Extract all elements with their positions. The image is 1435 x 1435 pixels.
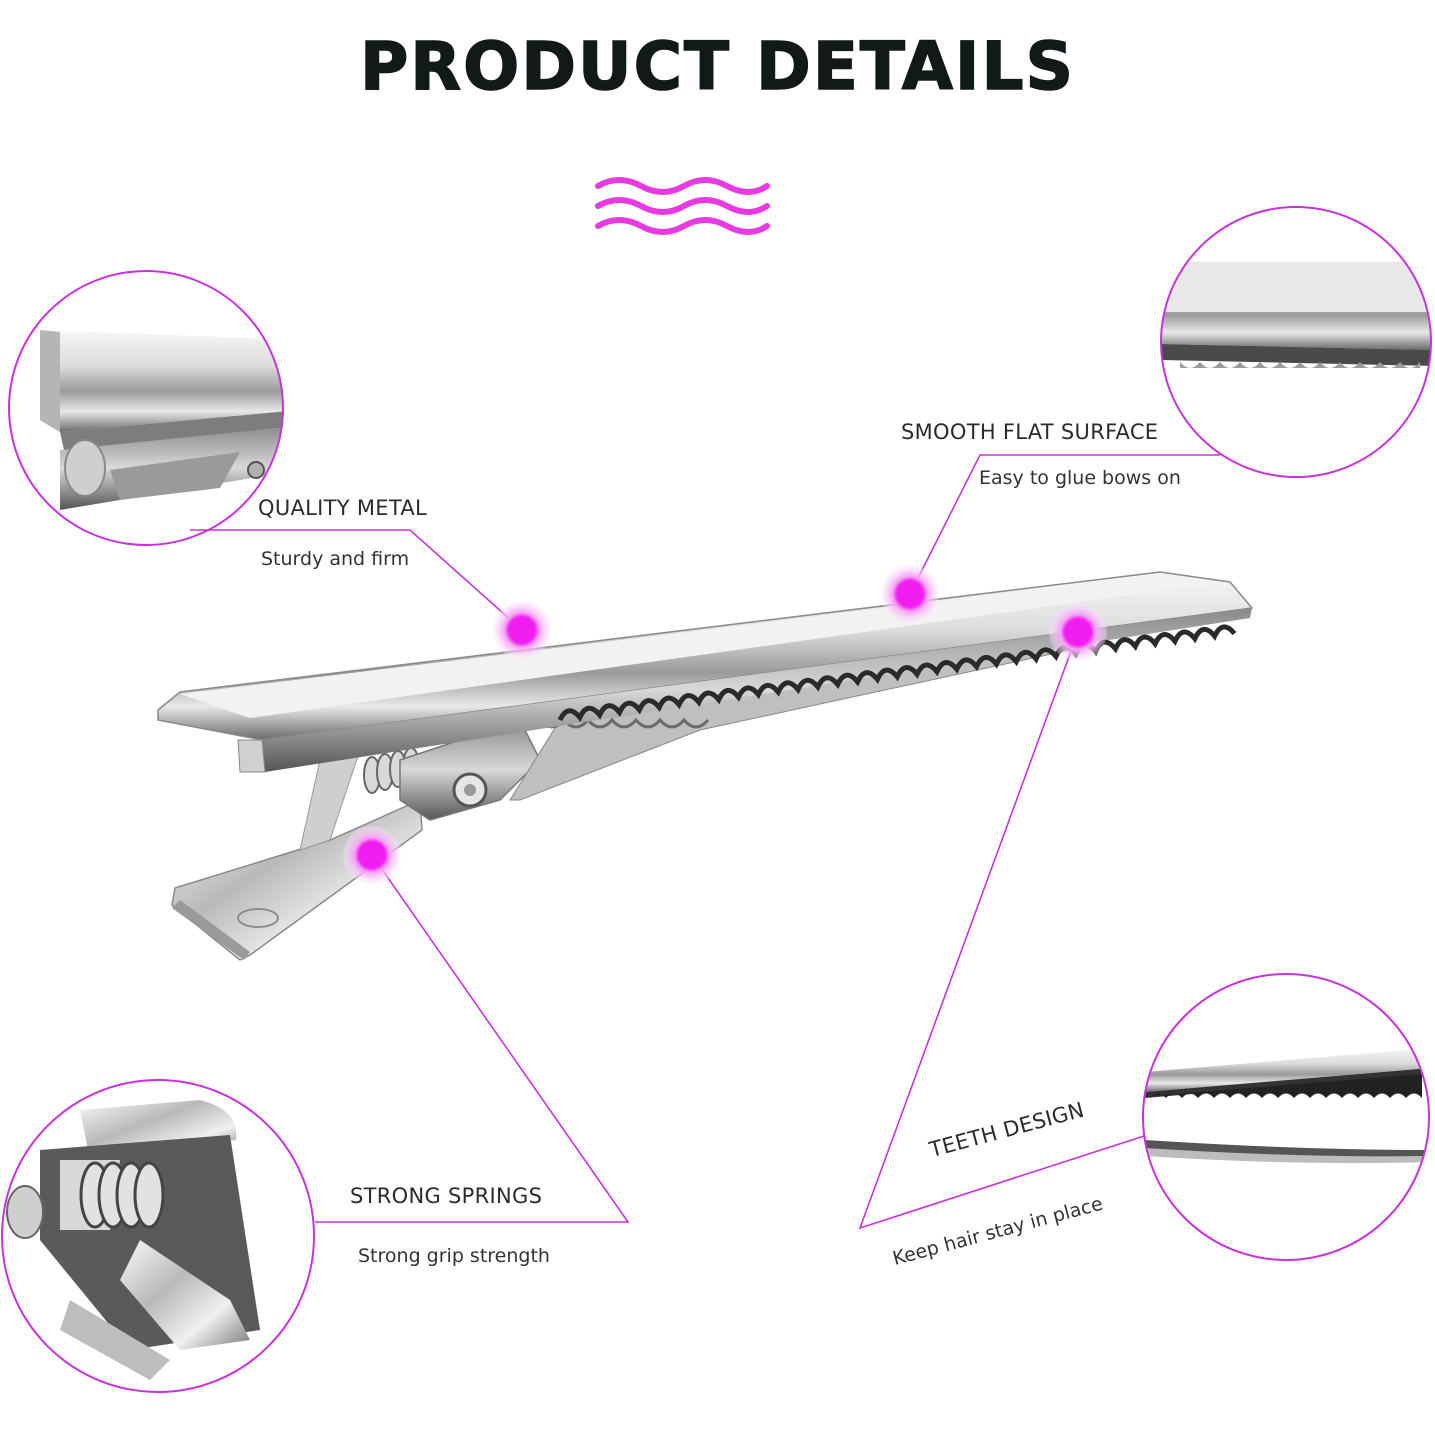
- metal-closeup-icon: [8, 270, 284, 546]
- feature-caption-quality-metal: Sturdy and firm: [261, 548, 410, 570]
- marker-dot-springs: [343, 826, 401, 884]
- marker-dot-quality-metal: [493, 601, 551, 659]
- marker-dots: [343, 565, 1107, 884]
- callout-lines: [190, 454, 1220, 1230]
- marker-dot-teeth: [1049, 603, 1107, 661]
- teeth-closeup-icon: [1142, 973, 1430, 1261]
- marker-dot-flat-surface: [881, 565, 939, 623]
- hair-clip-image: [157, 571, 1254, 961]
- feature-heading-quality-metal: QUALITY METAL: [258, 496, 428, 520]
- spring-closeup-icon: [1, 1079, 315, 1393]
- feature-caption-flat-surface: Easy to glue bows on: [979, 467, 1181, 489]
- feature-heading-flat-surface: SMOOTH FLAT SURFACE: [901, 420, 1159, 444]
- wave-decoration-icon: [595, 177, 770, 235]
- feature-heading-strong-springs: STRONG SPRINGS: [350, 1184, 543, 1208]
- flat-surface-closeup-icon: [1160, 206, 1432, 478]
- page-title: PRODUCT DETAILS: [359, 27, 1076, 106]
- feature-caption-strong-springs: Strong grip strength: [358, 1245, 550, 1267]
